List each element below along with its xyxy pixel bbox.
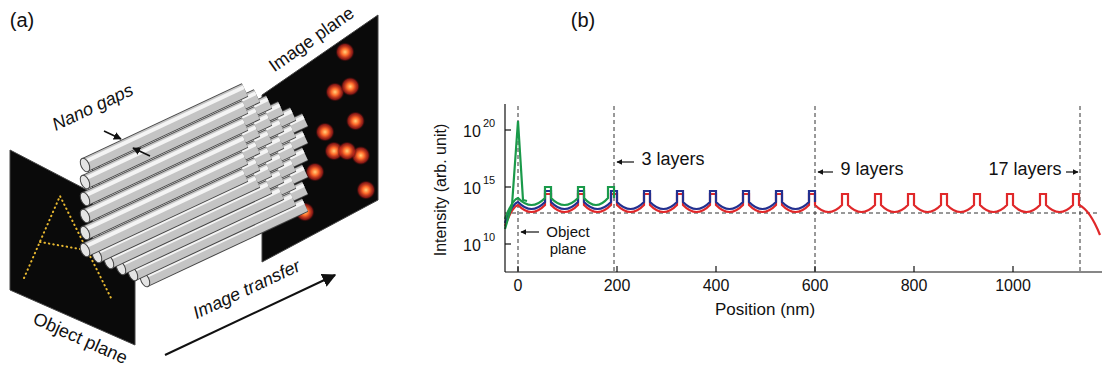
image-dot [337,141,357,161]
y-axis [504,104,505,272]
axes [505,104,1102,272]
tick-exponent: 10 [483,231,495,243]
tick-label: 800 [901,277,928,295]
rod-outline [85,175,245,250]
rod-end [78,225,91,241]
intensity-peak [505,121,527,229]
tick-label: 10 [463,237,481,255]
rod-highlight [84,172,244,247]
tick-label: 200 [604,277,631,295]
image-dot [356,180,376,200]
tick [505,129,511,130]
rod-end [78,242,91,258]
gap-arrow [104,131,121,139]
tick-label: 10 [463,180,481,198]
rod-end [78,157,91,173]
tick [505,186,511,187]
layer-markers [505,106,1100,272]
tick-exponent: 15 [483,174,495,186]
process-label: Image transfer [190,257,304,324]
tick [1012,266,1013,272]
callout-label: Nano gaps [49,81,136,136]
nanorod [90,178,257,264]
plane-label: Object plane [540,223,596,258]
pointer-arrow [521,231,539,232]
layer-label: 17 layers [988,160,1061,180]
tick [505,243,511,244]
axis-title: Position (nm) [715,301,815,320]
rod-end [78,191,91,207]
curves [505,121,1100,235]
pointer-arrow [818,171,833,172]
tick [715,266,716,272]
nanorod-bundle [78,87,305,288]
image-dot [305,162,325,182]
tick-label: 10 [463,123,481,141]
tick [814,266,815,272]
layer-label: 3 layers [641,150,704,170]
dashed-line [815,106,816,272]
image-dot [346,111,366,131]
image-dot [315,122,335,142]
object-line [40,242,86,250]
layer-label: 9 layers [840,160,903,180]
tick-label: 1000 [995,277,1031,295]
pointer-arrow [1066,171,1078,172]
axis-title: Intensity (arb. unit) [432,124,450,257]
nanorod [78,172,245,258]
rod-end [78,208,91,224]
tick [616,266,617,272]
tick-label: 600 [802,277,829,295]
tick [517,266,518,272]
rod-body [97,181,257,256]
rod-highlight [96,178,256,253]
tick-label: 400 [703,277,730,295]
rod-body [85,175,245,250]
dashed-line [1080,106,1081,272]
panel-letter: (b) [571,9,595,31]
tick [913,266,914,272]
gap-arrow [133,148,150,156]
image-dot [335,42,355,62]
tick-label: 0 [514,277,523,295]
rod-end [78,174,91,190]
pointer-arrow [617,161,634,162]
rod-outline [97,181,257,256]
intensity-curve [505,187,614,219]
tick-exponent: 20 [483,117,495,129]
panel-letter: (a) [10,9,34,31]
image-dot [340,77,360,97]
